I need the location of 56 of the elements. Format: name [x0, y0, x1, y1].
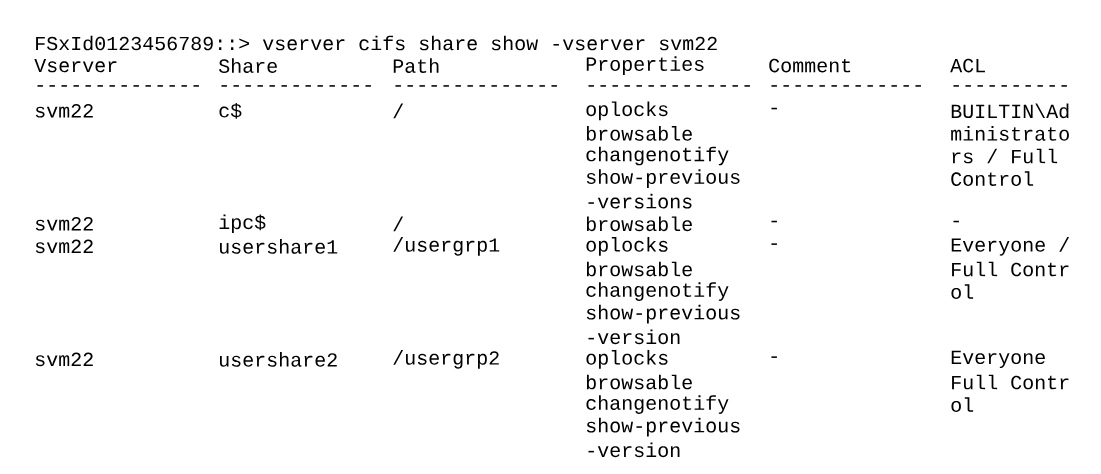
dash-rule: ------------- — [771, 85, 921, 87]
output-text: oplocks — [586, 101, 668, 121]
column-header: Path — [393, 58, 439, 73]
output-text: browsable — [586, 374, 692, 390]
output-text: Full Contr — [952, 374, 1069, 390]
output-text: Everyone / — [951, 237, 1070, 256]
column-header: Vserver — [34, 58, 117, 73]
output-text: Full Contr — [952, 261, 1069, 277]
output-text: - — [771, 220, 777, 223]
output-text: changenotify — [586, 146, 729, 166]
column-header: ACL — [950, 58, 985, 73]
output-text: usershare2 — [220, 352, 337, 367]
output-text: oplocks — [586, 350, 668, 369]
command-line: FSxId0123456789::> vserver cifs share show -vserver svm22 — [36, 35, 717, 51]
output-text: - — [771, 356, 777, 358]
output-text: /usergrp2 — [393, 350, 499, 369]
output-text: - — [953, 220, 959, 223]
output-text: svm22 — [35, 352, 93, 367]
output-text: changenotify — [586, 395, 729, 414]
output-text: Control — [951, 171, 1034, 186]
output-text: browsable — [586, 126, 692, 141]
output-text: Everyone — [951, 350, 1045, 369]
output-text: rs / Full — [952, 148, 1058, 164]
output-text: / — [393, 103, 404, 119]
output-text: changenotify — [586, 282, 729, 301]
output-text: ministrato — [951, 126, 1069, 141]
dash-rule: ---------- — [953, 85, 1067, 87]
dash-rule: ------------- — [221, 85, 371, 87]
output-text: browsable — [586, 261, 692, 277]
output-text: svm22 — [35, 217, 93, 231]
output-text: / — [393, 216, 404, 232]
output-text: -version — [588, 442, 680, 458]
output-text: svm22 — [35, 104, 93, 118]
output-text: ol — [951, 284, 974, 299]
output-text: - — [771, 243, 777, 245]
output-text: BUILTIN\Ad — [951, 103, 1069, 119]
output-text: oplocks — [586, 237, 668, 256]
column-header: Properties — [586, 56, 704, 75]
output-text: -versions — [588, 193, 692, 209]
dash-rule: -------------- — [588, 85, 750, 87]
output-text: show-previous — [586, 417, 740, 437]
output-text: show-previous — [586, 304, 740, 324]
column-header: Comment — [769, 58, 851, 73]
output-text: ipc$ — [219, 214, 266, 234]
dash-rule: -------------- — [37, 85, 199, 87]
column-header: Share — [219, 58, 277, 73]
output-text: /usergrp1 — [393, 237, 500, 256]
output-text: c$ — [219, 102, 242, 119]
dash-rule: -------------- — [395, 85, 557, 87]
output-text: browsable — [586, 216, 692, 232]
output-text: - — [771, 107, 777, 110]
output-text: svm22 — [35, 239, 93, 254]
output-text: -version — [588, 329, 680, 345]
output-text: usershare1 — [220, 239, 338, 254]
output-text: ol — [951, 397, 974, 412]
output-text: show-previous — [586, 169, 740, 188]
